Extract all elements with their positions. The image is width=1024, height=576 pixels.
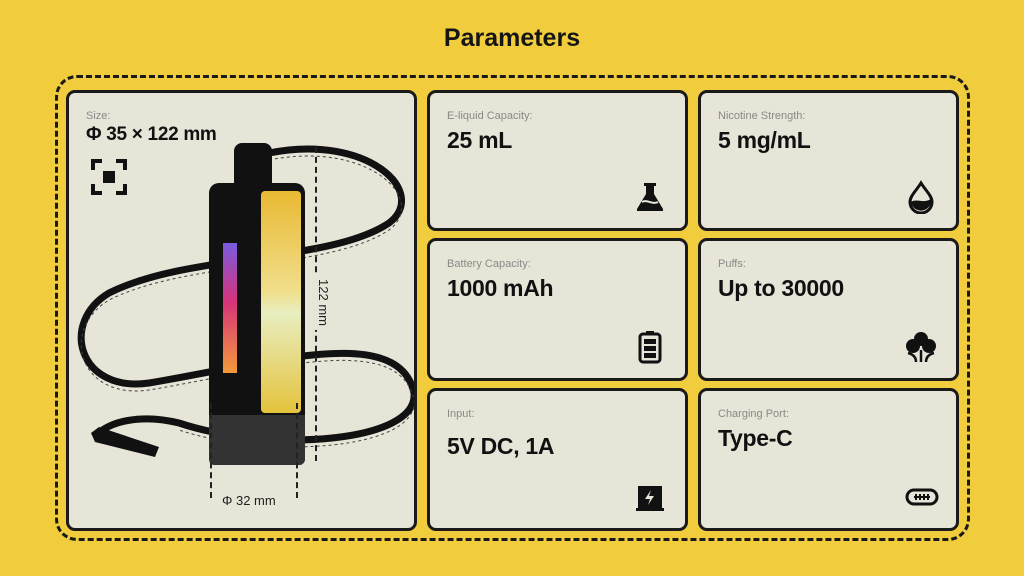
size-card: Size: Φ 35 × 122 mm 122 mm Φ 32 mm xyxy=(66,90,417,531)
flask-icon xyxy=(637,183,663,211)
dashed-frame xyxy=(55,75,970,541)
focus-frame-icon xyxy=(91,159,127,195)
size-label: Size: xyxy=(86,110,111,122)
param-label: Battery Capacity: xyxy=(447,258,531,270)
width-dimension-line xyxy=(210,403,298,498)
param-label: E-liquid Capacity: xyxy=(447,110,533,122)
power-icon xyxy=(636,486,664,511)
device-cap xyxy=(234,143,272,187)
height-dimension: 122 mm xyxy=(313,275,333,330)
param-value: 5 mg/mL xyxy=(718,127,811,153)
drop-icon xyxy=(908,180,934,214)
usb-c-icon xyxy=(905,488,939,506)
param-value: 1000 mAh xyxy=(447,275,554,301)
width-dimension: Φ 32 mm xyxy=(222,493,276,508)
param-card-nicotine: Nicotine Strength: 5 mg/mL xyxy=(698,90,959,231)
param-card-input: Input: 5V DC, 1A xyxy=(427,388,688,531)
param-card-puffs: Puffs: Up to 30000 xyxy=(698,238,959,381)
param-card-battery: Battery Capacity: 1000 mAh xyxy=(427,238,688,381)
param-card-charging: Charging Port: Type-C xyxy=(698,388,959,531)
param-value: 25 mL xyxy=(447,127,512,153)
param-label: Nicotine Strength: xyxy=(718,110,806,122)
param-label: Charging Port: xyxy=(718,408,789,420)
param-value: Type-C xyxy=(718,425,793,451)
battery-icon xyxy=(638,331,662,364)
device-image xyxy=(209,183,305,465)
param-label: Puffs: xyxy=(718,258,746,270)
param-card-eliquid: E-liquid Capacity: 25 mL xyxy=(427,90,688,231)
page-title: Parameters xyxy=(443,24,581,52)
cloud-icon xyxy=(906,332,936,363)
param-label: Input: xyxy=(447,408,475,420)
param-value: 5V DC, 1A xyxy=(447,433,555,459)
size-value: Φ 35 × 122 mm xyxy=(86,124,217,145)
param-value: Up to 30000 xyxy=(718,275,844,301)
